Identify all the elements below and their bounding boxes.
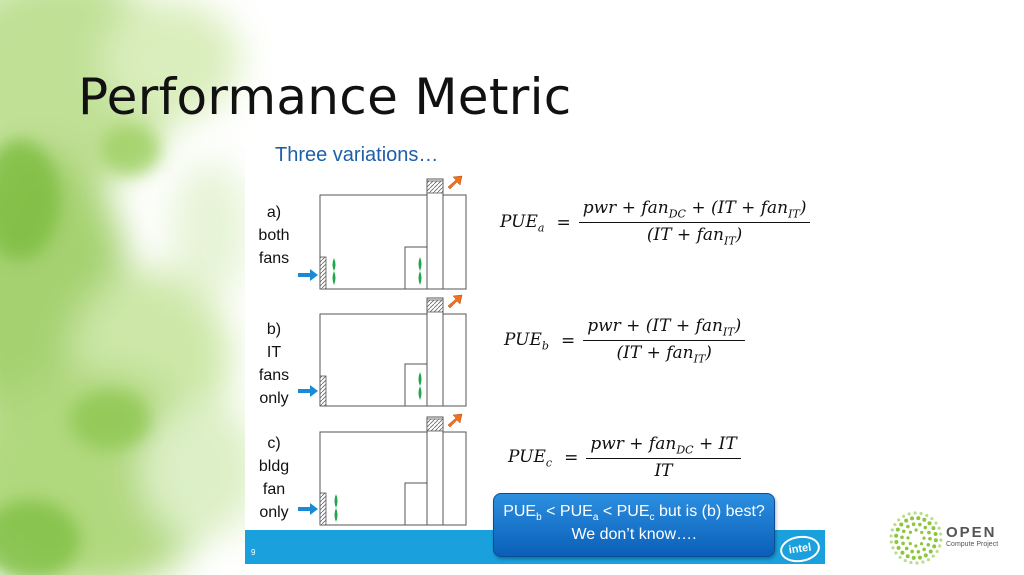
case-label-line: c)	[267, 435, 281, 452]
equation-pue-b: PUEb = pwr + (IT + fanIT)(IT + fanIT)	[504, 316, 746, 366]
fraction: pwr + fanDC + (IT + fanIT)(IT + fanIT)	[578, 198, 811, 248]
case-label-a: a) both fans	[244, 201, 304, 270]
fan-icon	[332, 258, 336, 285]
slide-subtitle: Three variations…	[275, 144, 439, 166]
ocp-logo-text: OPEN Compute Project	[946, 524, 999, 549]
numerator: pwr + fanDC + IT	[586, 434, 741, 460]
denominator: (IT + fanIT)	[646, 225, 743, 248]
fan-icon	[334, 494, 338, 522]
page-number: 9	[251, 548, 256, 557]
case-label-line: b)	[266, 321, 282, 338]
numerator: pwr + (IT + fanIT)	[583, 316, 746, 342]
case-label-line: a)	[266, 204, 282, 221]
callout-box: PUEb < PUEa < PUEc but is (b) best? We d…	[493, 493, 775, 557]
case-label-b: b) IT fans only	[244, 318, 304, 410]
airflow-diagram	[298, 175, 467, 526]
equals-sign: =	[556, 212, 571, 233]
fraction: pwr + (IT + fanIT)(IT + fanIT)	[583, 316, 746, 366]
fan-icon	[418, 257, 422, 285]
ocp-logo-subtitle: Compute Project	[946, 541, 999, 548]
equation-pue-a: PUEa = pwr + fanDC + (IT + fanIT)(IT + fan…	[500, 198, 811, 248]
case-label-line: only	[259, 390, 289, 407]
denominator: (IT + fanIT)	[616, 343, 712, 366]
ocp-logo-title: OPEN	[946, 524, 997, 541]
fan-icon	[418, 372, 422, 400]
numerator: pwr + fanDC + (IT + fanIT)	[578, 198, 811, 224]
diagram-case-c	[298, 413, 467, 526]
equals-sign: =	[560, 330, 576, 351]
case-label-line: only	[259, 504, 289, 521]
case-label-line: IT	[266, 344, 282, 361]
equals-sign: =	[564, 447, 579, 468]
case-label-c: c) bldg fan only	[244, 432, 304, 524]
case-label-line: fans	[258, 250, 290, 267]
case-label-line: fans	[258, 367, 290, 384]
callout-line-1: PUEb < PUEa < PUEc but is (b) best?	[503, 503, 765, 524]
diagram-case-b	[298, 294, 467, 407]
equation-lhs: PUEb	[504, 329, 549, 353]
ocp-logo-icon	[889, 511, 943, 565]
diagram-case-a	[298, 175, 467, 290]
denominator: IT	[654, 461, 673, 482]
slide-title: Performance Metric	[78, 68, 572, 126]
equation-lhs: PUEa	[500, 211, 545, 235]
case-label-line: both	[258, 227, 290, 244]
case-label-line: bldg	[258, 458, 290, 475]
case-label-line: fan	[262, 481, 286, 498]
callout-line-2: We don’t know….	[571, 526, 697, 544]
equation-lhs: PUEc	[508, 446, 553, 469]
